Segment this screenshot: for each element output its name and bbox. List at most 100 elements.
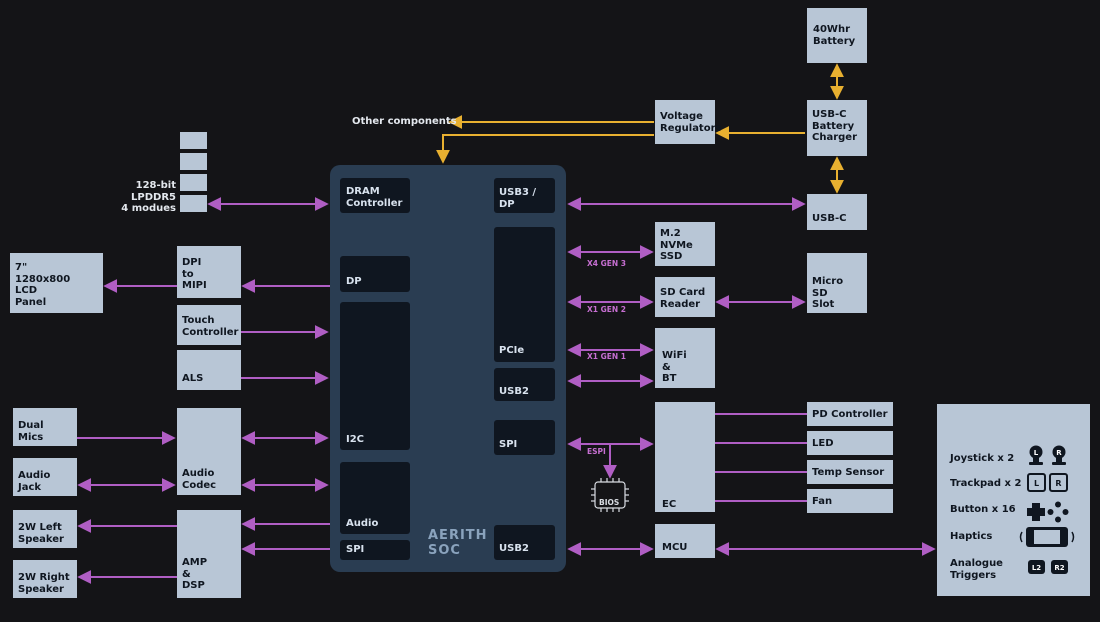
bus-label-x1-gen1: X1 GEN 1 [587,352,626,361]
usbc-charger-block [807,100,867,156]
lcd-panel-block [10,253,103,313]
dual-mics-block [13,408,77,446]
mcu-label: MCU [662,542,688,553]
sd-card-reader-block [655,277,715,317]
svg-text:R: R [1056,449,1062,457]
memory-module-3 [180,174,207,191]
regulators-soc-link [436,134,654,164]
other-components-label: Other components [352,116,457,127]
soc-spi-left-label: SPI [346,544,365,555]
nvme-ssd-label: M.2 NVMe SSD [660,228,693,262]
button-icons [1027,501,1069,523]
soc-usb3-dp-block [494,178,555,213]
left-speaker-block [13,510,77,548]
bus-label-x1-gen2: X1 GEN 2 [587,305,626,314]
trigger-right-icon: R2 [1051,560,1068,574]
usbc-block [807,194,867,230]
memory-label: 128-bit LPDDR5 4 modues [121,180,176,214]
bus-label-espi: ESPI [587,447,606,456]
dpi-to-mipi-label: DPI to MIPI [182,257,207,291]
touch-controller-block [177,305,241,345]
soc-dram-controller-label: DRAM Controller [346,186,403,209]
svg-text:R: R [1055,479,1061,488]
als-block [177,350,241,390]
sd-card-reader-label: SD Card Reader [660,287,706,310]
haptics-label: Haptics [950,531,993,542]
lcd-panel-label: 7" 1280x800 LCD Panel [15,262,71,308]
voltage-regulators-block [655,100,715,144]
bus-label-x4-gen3: X4 GEN 3 [587,259,626,268]
als-label: ALS [182,373,204,384]
led-label: LED [812,438,834,449]
svg-text:L2: L2 [1032,564,1041,572]
soc-usb2-top-block [494,368,555,401]
ec-block [655,402,715,512]
trackpad-icons: L R [1027,473,1068,492]
battery-label: 40Whr Battery [813,24,856,47]
svg-text:L: L [1034,479,1039,488]
right-speaker-block [13,560,77,598]
button-label: Button x 16 [950,504,1016,515]
temp-sensor-block [807,460,893,484]
right-speaker-label: 2W Right Speaker [18,572,70,595]
trackpad-left-icon: L [1027,473,1046,492]
memory-module-1 [180,132,207,149]
wifi-bt-block [655,328,715,388]
amp-dsp-block [177,510,241,598]
soc-usb3-dp-label: USB3 / DP [499,187,537,210]
fan-block [807,489,893,513]
usbc-charger-label: USB-C Battery Charger [812,109,858,143]
ec-label: EC [662,499,677,510]
micro-sd-slot-block [807,253,867,313]
soc-usb2-bottom-label: USB2 [499,543,529,554]
bios-chip-icon [591,478,629,512]
soc-dram-controller-block [340,178,410,213]
trackpad-label: Trackpad x 2 [950,478,1022,489]
dpi-to-mipi-block [177,246,241,298]
usbc-label: USB-C [812,213,847,224]
joystick-label: Joystick x 2 [950,453,1015,464]
audio-codec-block [177,408,241,495]
soc-audio-label: Audio [346,518,379,529]
mcu-block [655,524,715,558]
audio-codec-label: Audio Codec [182,468,217,491]
left-speaker-label: 2W Left Speaker [18,522,64,545]
soc-spi-left-block [340,540,410,560]
fan-label: Fan [812,496,833,507]
soc-name-label: AERITH SOC [428,528,488,558]
joystick-left-icon: L [1029,445,1043,465]
trigger-left-icon: L2 [1028,560,1045,574]
soc-audio-block [340,462,410,534]
soc-spi-right-block [494,420,555,455]
soc-usb2-top-label: USB2 [499,386,529,397]
trackpad-right-icon: R [1049,473,1068,492]
led-block [807,431,893,455]
soc-usb2-bottom-block [494,525,555,560]
dpad-icon [1027,503,1045,521]
micro-sd-slot-label: Micro SD Slot [812,276,844,310]
joystick-icons: L R [1029,445,1066,465]
battery-block [807,8,867,63]
soc-i2c-block [340,302,410,450]
audio-jack-block [13,458,77,496]
soc-pcie-block [494,227,555,362]
soc-i2c-label: I2C [346,434,365,445]
nvme-ssd-block [655,222,715,266]
soc-pcie-label: PCIe [499,345,525,356]
memory-module-4 [180,195,207,212]
trigger-icons: L2 R2 [1028,560,1068,574]
dual-mics-label: Dual Mics [18,420,44,443]
analogue-triggers-label: Analogue Triggers [950,558,1003,581]
joystick-right-icon: R [1052,445,1066,465]
face-buttons-icon [1047,501,1069,523]
audio-jack-label: Audio Jack [18,470,51,493]
temp-sensor-label: Temp Sensor [812,467,885,478]
svg-text:R2: R2 [1054,564,1064,572]
voltage-regulators-label: Voltage Regulators [660,111,722,134]
svg-text:L: L [1034,449,1039,457]
soc-dp-label: DP [346,276,362,287]
touch-controller-label: Touch Controller [182,315,239,338]
memory-module-2 [180,153,207,170]
haptics-icon [1019,527,1075,547]
